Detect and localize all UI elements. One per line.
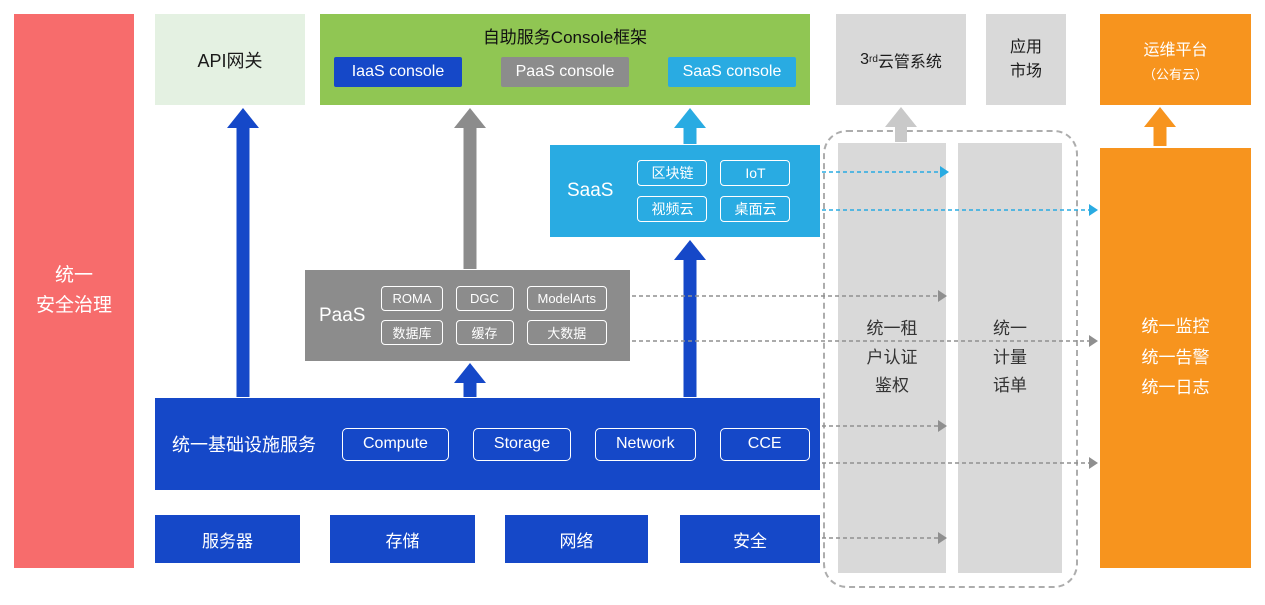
paas-chip: 缓存	[455, 320, 514, 345]
shared-services-dashed-container	[823, 130, 1078, 588]
saas-chip: IoT	[720, 160, 791, 186]
ops-platform-subtitle: （公有云）	[1142, 67, 1208, 82]
iaas-chip: Compute	[342, 427, 449, 461]
ops-platform-box: 运维平台 （公有云）	[1100, 14, 1251, 105]
infra-box-storage: 存储	[330, 515, 475, 563]
saas-chip: 桌面云	[720, 196, 791, 222]
app-market-box: 应用 市场	[986, 14, 1066, 105]
infra-box-security: 安全	[680, 515, 820, 563]
saas-layer-box: SaaS 区块链 IoT 视频云 桌面云	[550, 145, 820, 237]
console-buttons-row: IaaS console PaaS console SaaS console	[320, 57, 810, 87]
iaas-layer-label: 统一基础设施服务	[172, 435, 316, 455]
console-framework-title: 自助服务Console框架	[482, 28, 648, 47]
iaas-chip-row: Compute Storage Network CCE	[342, 427, 810, 461]
monitoring-bar: 统一监控 统一告警 统一日志	[1100, 148, 1251, 568]
saas-chip: 视频云	[637, 196, 708, 222]
iaas-console-button: IaaS console	[334, 57, 462, 87]
paas-layer-label: PaaS	[319, 304, 366, 326]
paas-chip-grid: ROMA DGC ModelArts 数据库 缓存 大数据	[381, 286, 608, 345]
api-gateway-box: API网关	[155, 14, 305, 105]
third-party-cms-sup: rd	[868, 54, 878, 65]
saas-chip: 区块链	[637, 160, 708, 186]
paas-console-button: PaaS console	[501, 57, 629, 87]
saas-chip-grid: 区块链 IoT 视频云 桌面云	[637, 160, 791, 222]
metering-billing-bar: 统一 计量 话单	[958, 143, 1062, 573]
paas-chip: ROMA	[381, 286, 443, 311]
third-party-cms-suffix: 云管系统	[877, 53, 942, 71]
paas-chip: 大数据	[526, 320, 608, 345]
iaas-chip: CCE	[719, 427, 810, 461]
tenant-auth-bar: 统一租 户认证 鉴权	[838, 143, 946, 573]
iaas-chip: Network	[594, 427, 696, 461]
infra-box-network: 网络	[505, 515, 648, 563]
saas-console-button: SaaS console	[668, 57, 796, 87]
ops-platform-title: 运维平台	[1143, 42, 1208, 59]
paas-chip: 数据库	[381, 320, 443, 345]
infra-box-server: 服务器	[155, 515, 300, 563]
unified-security-bar: 统一 安全治理	[14, 14, 134, 568]
console-framework-box: 自助服务Console框架 IaaS console PaaS console …	[320, 14, 810, 105]
iaas-chip: Storage	[472, 427, 571, 461]
paas-chip: DGC	[455, 286, 514, 311]
iaas-layer-box: 统一基础设施服务 Compute Storage Network CCE	[155, 398, 820, 490]
saas-layer-label: SaaS	[567, 180, 614, 201]
paas-chip: ModelArts	[526, 286, 608, 311]
paas-layer-box: PaaS ROMA DGC ModelArts 数据库 缓存 大数据	[305, 270, 630, 361]
third-party-cms-prefix: 3	[860, 50, 869, 68]
